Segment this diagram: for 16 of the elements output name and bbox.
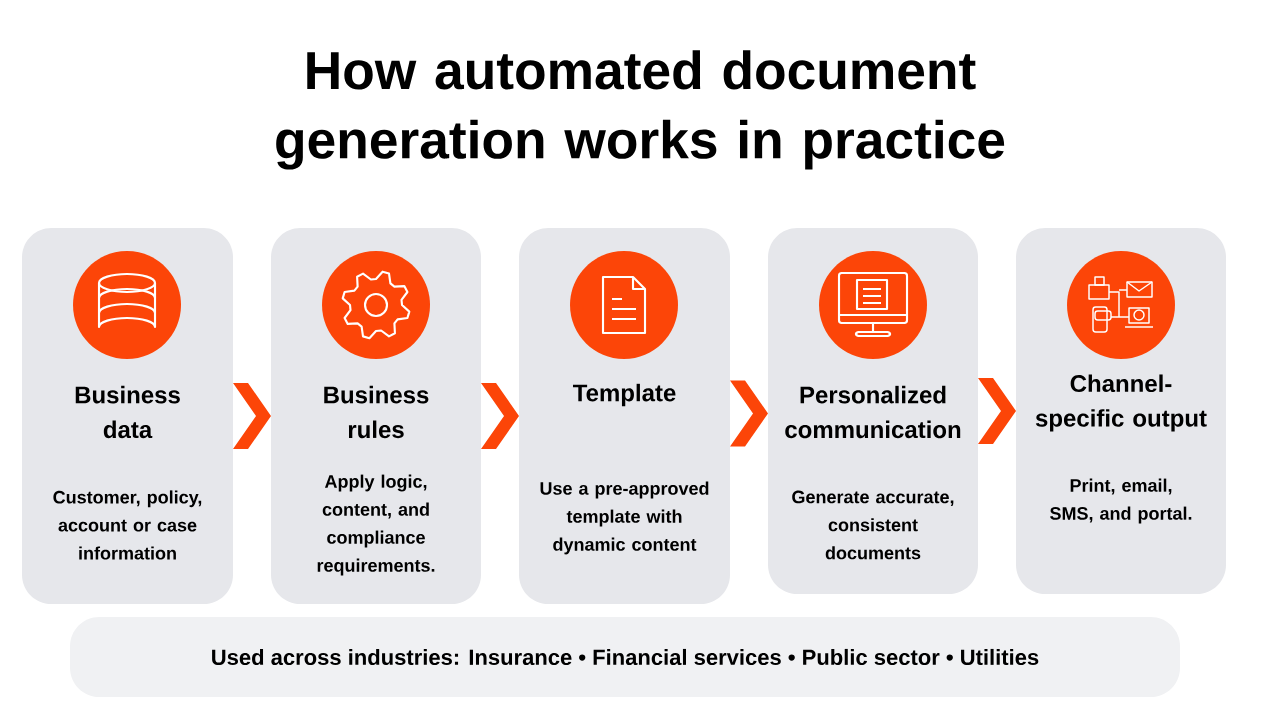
chevron-arrow [978,378,1016,444]
step-heading: Template [573,383,676,407]
step-heading: Business rules [324,385,429,439]
chevron-arrow [481,383,519,449]
step-description: Use a pre-approved template with dynamic content [540,481,709,555]
step-heading: Personalized communication [785,385,961,439]
industries-banner: Used across industries: Insurance • Financial services • Public sector • Utilities [70,617,1180,697]
chevron-arrow [730,380,768,447]
step-heading: Business data [75,385,180,439]
step-description: Print, email, SMS, and portal. [1050,478,1192,524]
step-description: Generate accurate, consistent documents [792,490,954,560]
step-description: Customer, policy, account or case information [53,490,202,560]
title: How automated document generation works in practice [276,50,1005,170]
step-heading: Channel-specific output [1035,374,1207,432]
step-description: Apply logic, content, and compliance requirements. [317,474,435,576]
chevron-arrow [233,383,271,449]
